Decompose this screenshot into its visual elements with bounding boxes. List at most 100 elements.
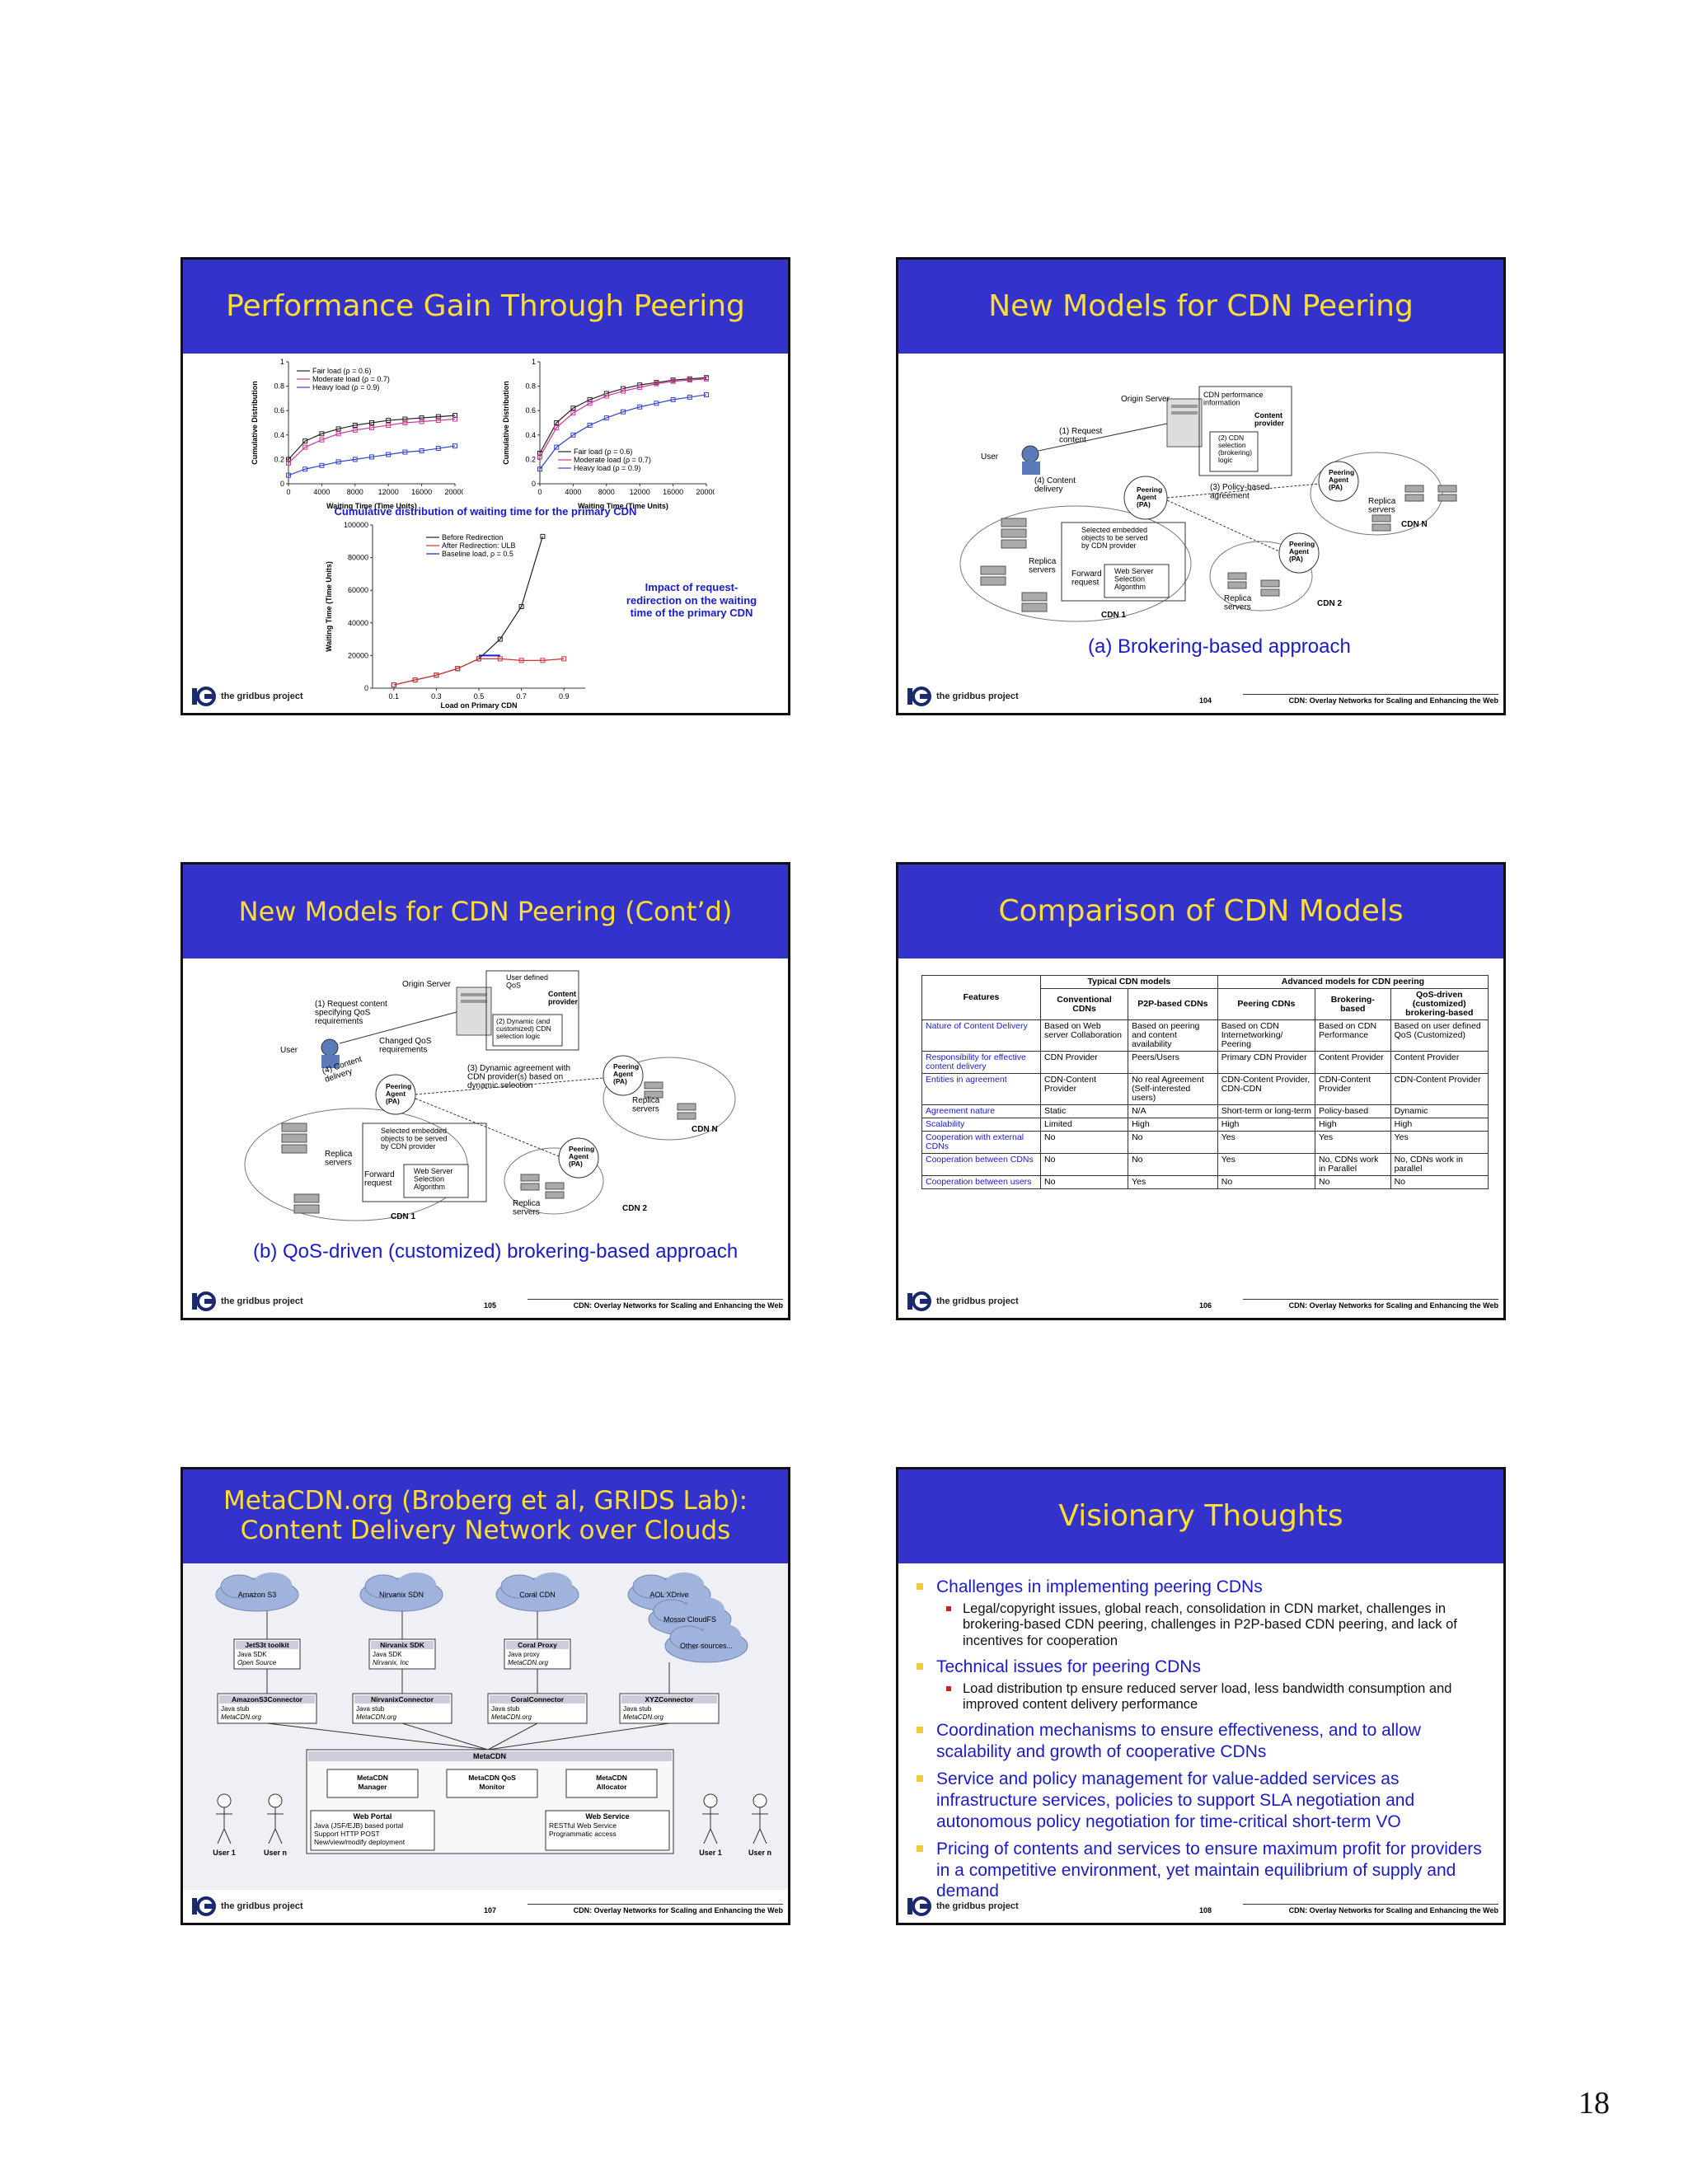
x-tick-label: 0.7 <box>516 692 527 701</box>
svg-text:MetaCDN.org: MetaCDN.org <box>623 1713 663 1721</box>
y-tick-label: 100000 <box>344 521 368 529</box>
data-point <box>540 658 546 663</box>
y-tick-label: 0.8 <box>274 382 284 391</box>
table-row: Responsibility for effective content del… <box>921 1051 1489 1075</box>
data-point <box>402 420 408 425</box>
slide-new-models: New Models for CDN Peering Origin Server… <box>896 257 1506 715</box>
data-point <box>554 420 560 425</box>
legend-label: Fair load (ρ = 0.6) <box>312 367 371 375</box>
data-point <box>386 418 392 424</box>
svg-text:MetaCDN.org: MetaCDN.org <box>491 1713 532 1721</box>
data-point <box>402 449 408 455</box>
svg-text:Support HTTP POST: Support HTTP POST <box>314 1830 380 1838</box>
slide-title-bar: New Models for CDN Peering (Cont’d) <box>183 865 788 958</box>
impact-note: Impact of request- redirection on the wa… <box>626 581 757 620</box>
metacdn-module-box <box>326 1769 419 1798</box>
data-point <box>335 431 341 437</box>
table-cell: Static <box>1039 1104 1129 1119</box>
column-header: Brokering-based <box>1315 988 1391 1021</box>
slide-title-bar: Visionary Thoughts <box>898 1469 1503 1563</box>
feature-cell: Cooperation between users <box>921 1175 1041 1190</box>
footer-title: CDN: Overlay Networks for Scaling and En… <box>1243 1299 1498 1310</box>
data-point <box>335 459 341 465</box>
cdn1-cloud <box>959 505 1192 622</box>
x-axis-label: Waiting Time (Time Units) <box>326 502 417 510</box>
slide-number: 107 <box>484 1906 497 1915</box>
data-point <box>570 432 576 438</box>
data-point <box>319 437 325 443</box>
user-stick-figure-icon: User 1 <box>699 1793 722 1857</box>
data-point <box>419 419 424 424</box>
slide-title: MetaCDN.org (Broberg et al, GRIDS Lab): … <box>223 1486 748 1545</box>
table-cell: Yes <box>1315 1131 1391 1155</box>
slide-number: 105 <box>484 1301 497 1310</box>
y-tick-label: 0 <box>364 684 368 692</box>
metacdn-module-label: MetaCDN <box>357 1774 388 1782</box>
data-point <box>670 378 676 384</box>
svg-text:MetaCDN: MetaCDN <box>473 1752 506 1760</box>
bullet-text: Coordination mechanisms to ensure effect… <box>936 1721 1421 1761</box>
table-cell: Peers/Users <box>1128 1051 1218 1075</box>
gridbus-logo-icon <box>907 1896 931 1916</box>
legend-label: Heavy load (ρ = 0.9) <box>574 464 640 472</box>
table-cell: Limited <box>1039 1118 1129 1132</box>
feature-cell: Entities in agreement <box>921 1073 1041 1106</box>
table-cell: N/A <box>1128 1104 1218 1119</box>
table-cell: Content Provider <box>1315 1051 1391 1075</box>
y-tick-label: 0.4 <box>274 431 284 439</box>
gridbus-logo: the gridbus project <box>907 687 1019 706</box>
data-point <box>352 422 358 428</box>
metacdn-module-box <box>565 1769 658 1798</box>
table-cell: CDN-Content Provider, CDN-CDN <box>1217 1073 1316 1106</box>
column-header: Peering CDNs <box>1217 988 1316 1021</box>
data-point <box>369 454 374 460</box>
user-icon <box>1021 445 1039 463</box>
bullet-text: Challenges in implementing peering CDNs <box>936 1577 1263 1596</box>
x-tick-label: 20000 <box>696 488 715 496</box>
data-point <box>369 424 374 430</box>
user-label: User n <box>264 1849 287 1857</box>
slide-metacdn: MetaCDN.org (Broberg et al, GRIDS Lab): … <box>181 1467 790 1925</box>
slide-title-bar: Comparison of CDN Models <box>898 865 1503 958</box>
table-cell: CDN-Content Provider <box>1039 1073 1129 1106</box>
svg-text:Open Source: Open Source <box>237 1659 277 1666</box>
table-cell: High <box>1315 1118 1391 1132</box>
slide-title: Visionary Thoughts <box>1058 1499 1343 1534</box>
cdn2-label: CDN 2 <box>1317 599 1342 608</box>
cloud-label: Other sources... <box>680 1642 733 1650</box>
table-cell: CDN Provider <box>1039 1051 1129 1075</box>
svg-text:New/view/modify deployment: New/view/modify deployment <box>314 1838 406 1846</box>
data-point <box>419 415 424 421</box>
x-tick-label: 0.5 <box>474 692 485 701</box>
coral-cloud: Coral CDN <box>495 1572 579 1612</box>
table-cell: Based on peering and content availabilit… <box>1128 1019 1218 1052</box>
series-line <box>393 658 565 686</box>
user-icon <box>321 1038 339 1057</box>
svg-text:XYZConnector: XYZConnector <box>645 1695 694 1704</box>
web-selection-box <box>1104 564 1170 598</box>
user-label: User 1 <box>213 1849 236 1857</box>
cdf-caption: Cumulative distribution of waiting time … <box>334 505 637 518</box>
table-cell: Based on CDN Performance <box>1315 1019 1391 1052</box>
data-point <box>286 460 291 466</box>
user-stick-figure-icon: User n <box>748 1793 771 1857</box>
legend-label: After Redirection: ULB <box>442 541 516 550</box>
cdf-chart-right: 04000800012000160002000000.20.40.60.81Wa… <box>502 358 715 510</box>
footer-title: CDN: Overlay Networks for Scaling and En… <box>1243 1904 1498 1915</box>
y-tick-label: 0.2 <box>274 455 284 463</box>
